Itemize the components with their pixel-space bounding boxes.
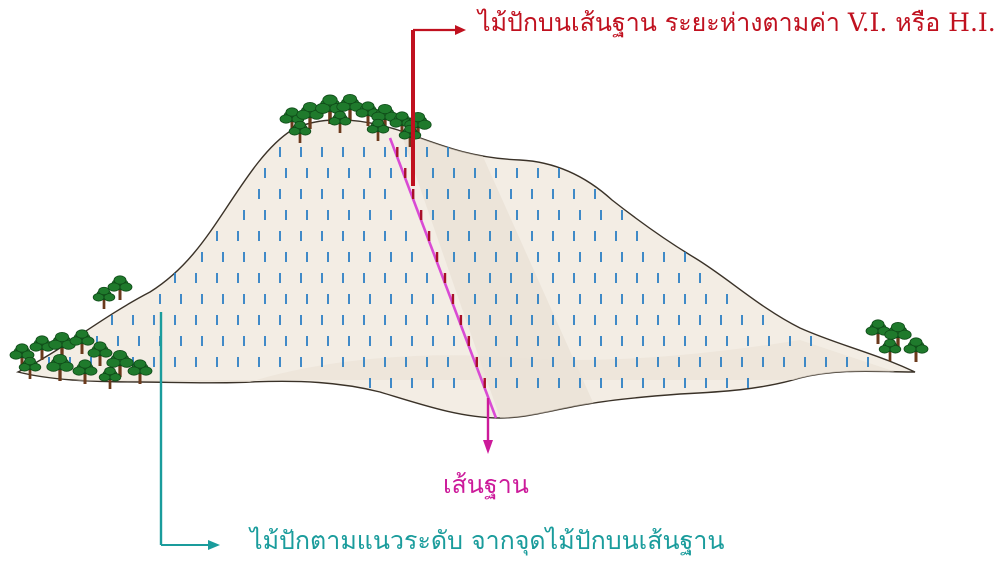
tree-icon bbox=[18, 356, 42, 379]
tree-icon bbox=[328, 110, 352, 133]
tree-icon bbox=[903, 337, 929, 362]
top-pointer-arrow bbox=[411, 25, 466, 186]
tree-icon bbox=[315, 94, 345, 124]
tree-icon bbox=[279, 107, 305, 132]
baseline-pointer-arrow bbox=[483, 398, 493, 454]
tree-icon bbox=[46, 353, 74, 381]
top-annotation-label: ไม้ปักบนเส้นฐาน ระยะห่างตามค่า V.I. หรือ… bbox=[478, 8, 996, 37]
tree-icon bbox=[106, 349, 134, 377]
tree-icon bbox=[98, 366, 122, 389]
baseline-line bbox=[388, 137, 498, 419]
tree-icon bbox=[92, 286, 116, 309]
tree-icon bbox=[107, 275, 133, 300]
tree-icon bbox=[878, 338, 902, 361]
bottom-pointer-arrow bbox=[159, 312, 220, 550]
baseline-label: เส้นฐาน bbox=[443, 470, 529, 499]
tree-icon bbox=[288, 120, 312, 143]
tree-icon bbox=[127, 359, 153, 384]
stakes-layer bbox=[48, 147, 869, 388]
tree-icon bbox=[355, 101, 381, 126]
tree-icon bbox=[72, 359, 98, 384]
hill-shading bbox=[20, 130, 915, 418]
tree-icon bbox=[69, 329, 95, 354]
bottom-annotation-label: ไม้ปักตามแนวระดับ จากจุดไม้ปักบนเส้นฐาน bbox=[250, 526, 725, 555]
tree-icon bbox=[29, 335, 55, 360]
baseline-stakes-layer bbox=[396, 147, 486, 388]
tree-icon bbox=[884, 321, 912, 349]
tree-icon bbox=[87, 341, 113, 366]
tree-icon bbox=[366, 118, 390, 141]
tree-icon bbox=[865, 319, 891, 344]
